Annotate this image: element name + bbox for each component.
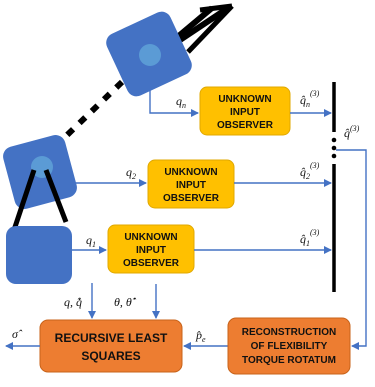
recon-line2: OF FLEXIBILITY: [251, 341, 328, 352]
robot-link: [186, 4, 234, 54]
bus-dot: [331, 137, 337, 143]
robot-joint-n-hub: [139, 44, 161, 66]
label-qhat-bus: q̂(3): [344, 124, 360, 140]
robot-base: [6, 226, 72, 284]
robot-link: [199, 3, 233, 13]
rls-line2: SQUARES: [81, 349, 140, 363]
label-q-qhat: q, q̂̇: [64, 295, 82, 309]
label-qhat-1: q̂1(3): [300, 228, 320, 248]
observer-n-line2: INPUT: [230, 107, 260, 118]
robot-arm: [3, 3, 234, 284]
observer-2-line1: UNKNOWN: [164, 167, 217, 178]
arrow-qn: [149, 66, 199, 117]
observer-2-line3: OBSERVER: [163, 193, 220, 204]
bus-dot: [331, 145, 337, 151]
recon-line1: RECONSTRUCTION: [242, 327, 336, 338]
observer-1-line1: UNKNOWN: [124, 232, 177, 243]
robot-link: [11, 169, 37, 231]
recon-box: [227, 317, 351, 375]
arrow-qhat-bus: [336, 149, 367, 350]
observer-n-box: [199, 86, 291, 136]
recon-line3: TORQUE ROTATUM: [242, 355, 336, 366]
label-sigma: σ̂: [12, 327, 23, 341]
robot-link-dashed: [61, 79, 125, 141]
bus-bar: [331, 82, 337, 292]
robot-link: [43, 169, 69, 223]
observer-1-line3: OBSERVER: [123, 258, 180, 269]
label-qn: qn: [176, 94, 186, 110]
label-q2: q2: [126, 165, 136, 181]
bus-dot: [331, 153, 337, 159]
label-q1: q1: [86, 233, 96, 249]
observer-1-line2: INPUT: [136, 245, 166, 256]
observer-n-line1: UNKNOWN: [218, 94, 271, 105]
label-theta: θ, θ̂̇: [114, 295, 137, 309]
observer-2-box: [147, 159, 235, 209]
observer-n-line3: OBSERVER: [217, 120, 274, 131]
label-qhat-2: q̂2(3): [300, 161, 320, 181]
label-pe: p̂e: [195, 328, 206, 344]
observer-1-box: [107, 224, 195, 274]
rls-line1: RECURSIVE LEAST: [55, 331, 168, 345]
label-qhat-n: q̂n(3): [300, 89, 320, 109]
observer-2-line2: INPUT: [176, 180, 206, 191]
rls-box: [39, 319, 183, 373]
